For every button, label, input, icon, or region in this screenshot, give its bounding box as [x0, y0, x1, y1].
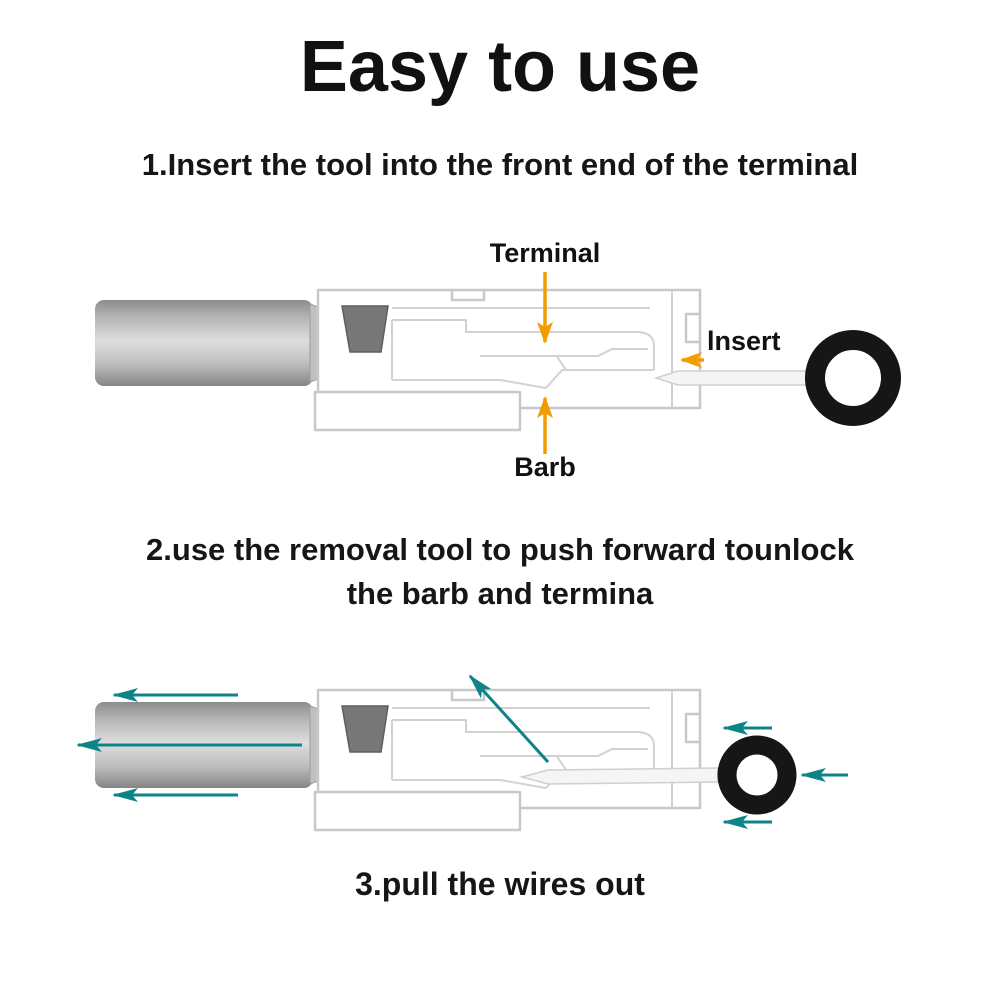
tool-ring-handle [805, 330, 901, 426]
step-2-text: 2.use the removal tool to push forward t… [0, 528, 1000, 616]
terminal-outline [391, 307, 655, 389]
lock-tab [341, 305, 389, 353]
removal-tool-pin [519, 767, 719, 785]
removal-tool-pin [653, 370, 807, 386]
barb-label: Barb [514, 452, 576, 482]
terminal-label: Terminal [490, 238, 601, 268]
diagram-push-tool [76, 674, 848, 832]
step-3-text: 3.pull the wires out [355, 866, 645, 902]
motion-arrows [76, 674, 848, 829]
tool-ring-handle [717, 735, 797, 815]
diagram-insert-tool: Terminal Barb lnsert [95, 238, 901, 482]
wire-cable [95, 300, 355, 386]
step-2-line2: the barb and termina [346, 576, 654, 611]
step-1-text: 1.Insert the tool into the front end of … [141, 147, 859, 182]
page-title: Easy to use [299, 27, 701, 107]
motion-arrow-diagonal [468, 674, 550, 764]
insert-label: lnsert [707, 326, 781, 356]
lock-tab [341, 705, 389, 753]
step-2-line1: 2.use the removal tool to push forward t… [146, 532, 854, 567]
